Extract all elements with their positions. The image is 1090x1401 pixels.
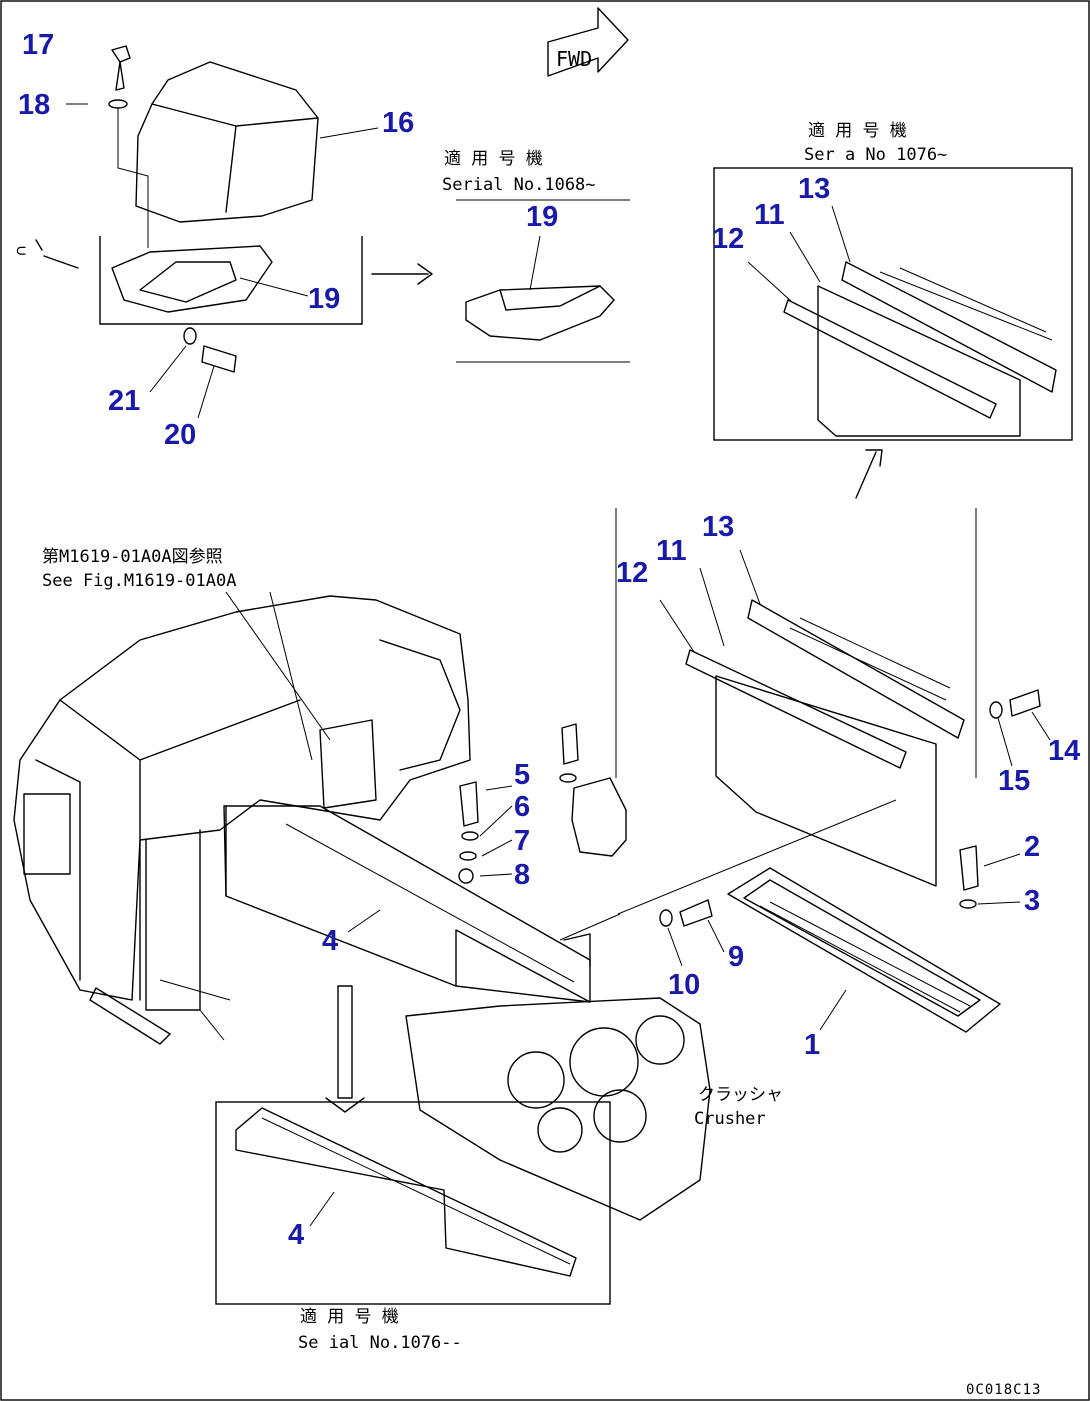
fwd-arrow-symbol: FWD [547,7,629,77]
callout-13-top: 13 [798,173,830,205]
bracket-bolts [559,799,897,941]
step-assembly [727,845,1001,1033]
callout-12-main: 12 [616,557,648,589]
callout-17: 17 [22,29,54,61]
figure-code: 0C018C13 [966,1382,1041,1398]
callout-4-main: 4 [322,925,338,957]
note-1076-top-en: Ser a No 1076~ [804,145,947,165]
callout-11-top: 11 [754,199,785,231]
callout-14: 14 [1048,735,1080,767]
fwd-label: FWD [556,47,592,71]
reference-arrow [371,263,433,285]
callout-21: 21 [108,385,140,417]
plate-variant-1068: 適 用 号 機 Serial No.1068~ [442,149,630,363]
note-1068-en: Serial No.1068~ [442,175,596,195]
reference-note-en: See Fig.M1619-01A0A [42,571,236,591]
downward-arrow [325,985,365,1113]
callout-10: 10 [668,969,700,1001]
note-1076-top-jp: 適 用 号 機 [808,121,907,141]
callout-15: 15 [998,765,1030,797]
cover-4-main [223,805,591,1003]
upward-arrow [855,449,883,499]
callout-5: 5 [514,759,530,791]
leader-lines [66,103,1051,1227]
callout-19-panel: 19 [526,201,558,233]
rail-assembly-main [615,508,1041,887]
cover-assembly: ⊂ [16,45,363,373]
callout-7: 7 [514,825,530,857]
crusher-label-jp: クラッシャ [698,1085,783,1105]
crusher-body: クラッシャ Crusher [405,997,783,1221]
callout-11-main: 11 [656,535,687,567]
svg-text:⊂: ⊂ [16,241,26,261]
callout-1: 1 [804,1029,820,1061]
callout-9: 9 [728,941,744,973]
reference-note-jp: 第M1619-01A0A図参照 [42,547,223,567]
note-1068-jp: 適 用 号 機 [444,149,543,169]
callout-numbers: 17 18 16 19 21 20 19 12 11 13 12 11 13 1… [18,29,1080,1251]
rail-variant-1076-top: 適 用 号 機 Ser a No 1076~ [713,121,1073,441]
callout-13-main: 13 [702,511,734,543]
callout-12-top: 12 [712,223,744,255]
callout-16: 16 [382,107,414,139]
note-1076-bottom-en: Se ial No.1076-- [298,1333,462,1353]
crusher-label-en: Crusher [694,1109,766,1129]
reference-leader [225,591,331,761]
cover-4-variant-1076: 適 用 号 機 Se ial No.1076-- [215,1101,611,1353]
callout-18: 18 [18,89,50,121]
callout-20: 20 [164,419,196,451]
bolts-5-8 [458,723,627,884]
note-1076-bottom-jp: 適 用 号 機 [300,1307,399,1327]
callout-6: 6 [514,791,530,823]
callout-4-variant: 4 [288,1219,304,1251]
callout-2: 2 [1024,831,1040,863]
callout-8: 8 [514,859,530,891]
callout-19-left: 19 [308,283,340,315]
callout-3: 3 [1024,885,1040,917]
machine-body [13,595,471,1045]
